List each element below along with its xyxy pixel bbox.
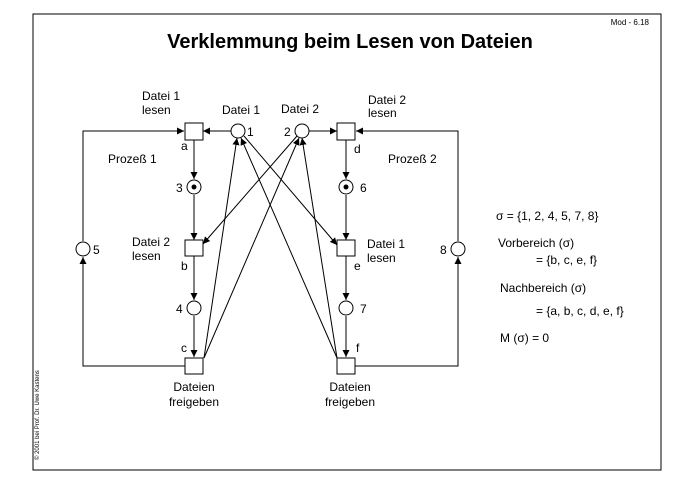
caption-a-line1: Datei 1: [142, 89, 180, 103]
resource-label-file1: Datei 1: [222, 103, 260, 117]
arc-1-e: [243, 135, 338, 246]
caption-a-line2: lesen: [142, 103, 171, 117]
page-title: Verklemmung beim Lesen von Dateien: [167, 31, 533, 53]
caption-c-line1: Dateien: [173, 380, 214, 394]
place-label-8: 8: [440, 243, 447, 257]
place-label-2: 2: [284, 125, 291, 139]
arc-f-2: [299, 137, 338, 359]
caption-b-line2: lesen: [132, 249, 161, 263]
transition-f: [336, 357, 356, 375]
transition-a: [184, 122, 204, 141]
place-label-3: 3: [176, 181, 183, 195]
place-7: [338, 300, 354, 316]
transition-c: [184, 357, 204, 375]
arc-2-b: [202, 135, 298, 245]
caption-f-line1: Dateien: [329, 380, 370, 394]
caption-d-line1: Datei 2: [368, 93, 406, 107]
token-place-3: [191, 184, 197, 190]
transition-label-f: f: [356, 341, 360, 355]
process-label-2: Prozeß 2: [388, 152, 437, 166]
sigma-set: σ = {1, 2, 4, 5, 7, 8}: [496, 209, 598, 223]
caption-e-line1: Datei 1: [367, 237, 405, 251]
place-label-4: 4: [176, 302, 183, 316]
arc-c-1: [203, 137, 240, 359]
transition-e: [336, 239, 356, 257]
arc-f-1: [240, 137, 338, 359]
place-label-7: 7: [360, 302, 367, 316]
arc-f-8: [354, 257, 462, 367]
place-8: [450, 241, 466, 257]
place-5: [75, 241, 91, 257]
transition-label-e: e: [354, 259, 361, 273]
transition-label-b: b: [181, 259, 188, 273]
caption-f-line2: freigeben: [325, 395, 375, 409]
resource-label-file2: Datei 2: [281, 102, 319, 116]
arc-5-a: [82, 127, 184, 241]
slide-frame: [32, 13, 662, 471]
place-label-1: 1: [247, 125, 254, 139]
transition-b: [184, 239, 204, 257]
arc-c-2: [203, 137, 300, 359]
caption-c-line2: freigeben: [169, 395, 219, 409]
caption-d-line2: lesen: [368, 106, 397, 120]
place-1: [230, 123, 246, 139]
token-place-6: [343, 184, 349, 190]
process-label-1: Prozeß 1: [108, 152, 157, 166]
arc-c-5: [79, 257, 186, 367]
caption-b-line1: Datei 2: [132, 235, 170, 249]
pre-set-value: = {b, c, e, f}: [536, 253, 597, 267]
place-label-5: 5: [93, 243, 100, 257]
transition-label-a: a: [181, 139, 188, 153]
copyright-note: © 2001 bei Prof. Dr. Uwe Kastens: [34, 370, 41, 460]
transition-d: [336, 122, 356, 141]
transition-label-c: c: [181, 341, 187, 355]
transition-label-d: d: [354, 142, 361, 156]
place-2: [294, 123, 310, 139]
pre-set-label: Vorbereich (σ): [498, 236, 574, 250]
arc-8-d: [356, 127, 459, 241]
caption-e-line2: lesen: [367, 251, 396, 265]
slide-id: Mod - 6.18: [611, 18, 650, 27]
post-set-label: Nachbereich (σ): [500, 281, 586, 295]
place-4: [186, 300, 202, 316]
post-set-value: = {a, b, c, d, e, f}: [536, 304, 624, 318]
place-label-6: 6: [360, 181, 367, 195]
marking-value: M (σ) = 0: [500, 331, 549, 345]
